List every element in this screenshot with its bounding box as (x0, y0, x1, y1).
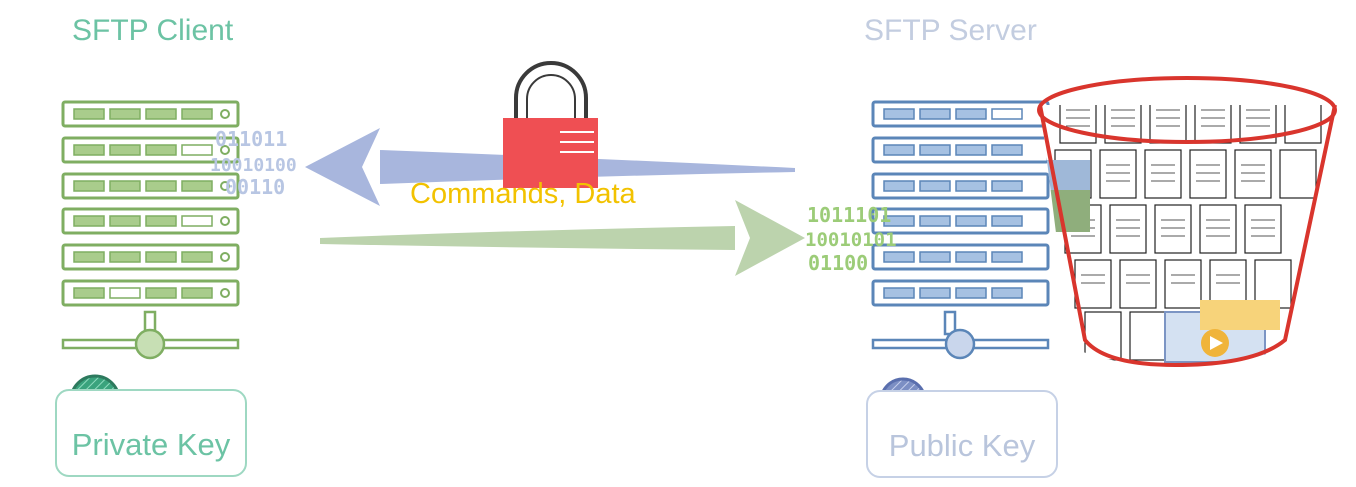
bucket-icon (1037, 76, 1337, 368)
private-key-box: Private Key (55, 389, 247, 477)
svg-text:10010101: 10010101 (805, 229, 897, 251)
client-server-rack-icon (61, 100, 240, 360)
server-rack-icon (871, 100, 1050, 360)
svg-text:00110: 00110 (225, 175, 285, 199)
svg-text:011011: 011011 (215, 127, 287, 151)
connection-label: Commands, Data (410, 178, 636, 210)
public-key-box: Public Key (866, 390, 1058, 478)
arrow-to-server (320, 200, 805, 276)
client-title: SFTP Client (72, 14, 234, 47)
server-binary-data-icon: 1011101 10010101 01100 (805, 203, 897, 275)
svg-text:1011101: 1011101 (807, 203, 891, 227)
svg-text:01100: 01100 (808, 251, 868, 275)
private-key-label: Private Key (71, 427, 231, 462)
server-title: SFTP Server (864, 14, 1037, 47)
client-binary-data-icon: 011011 10010100 00110 (210, 127, 297, 199)
public-key-label: Public Key (888, 428, 1036, 463)
svg-text:10010100: 10010100 (210, 155, 297, 176)
lock-icon (503, 61, 598, 188)
